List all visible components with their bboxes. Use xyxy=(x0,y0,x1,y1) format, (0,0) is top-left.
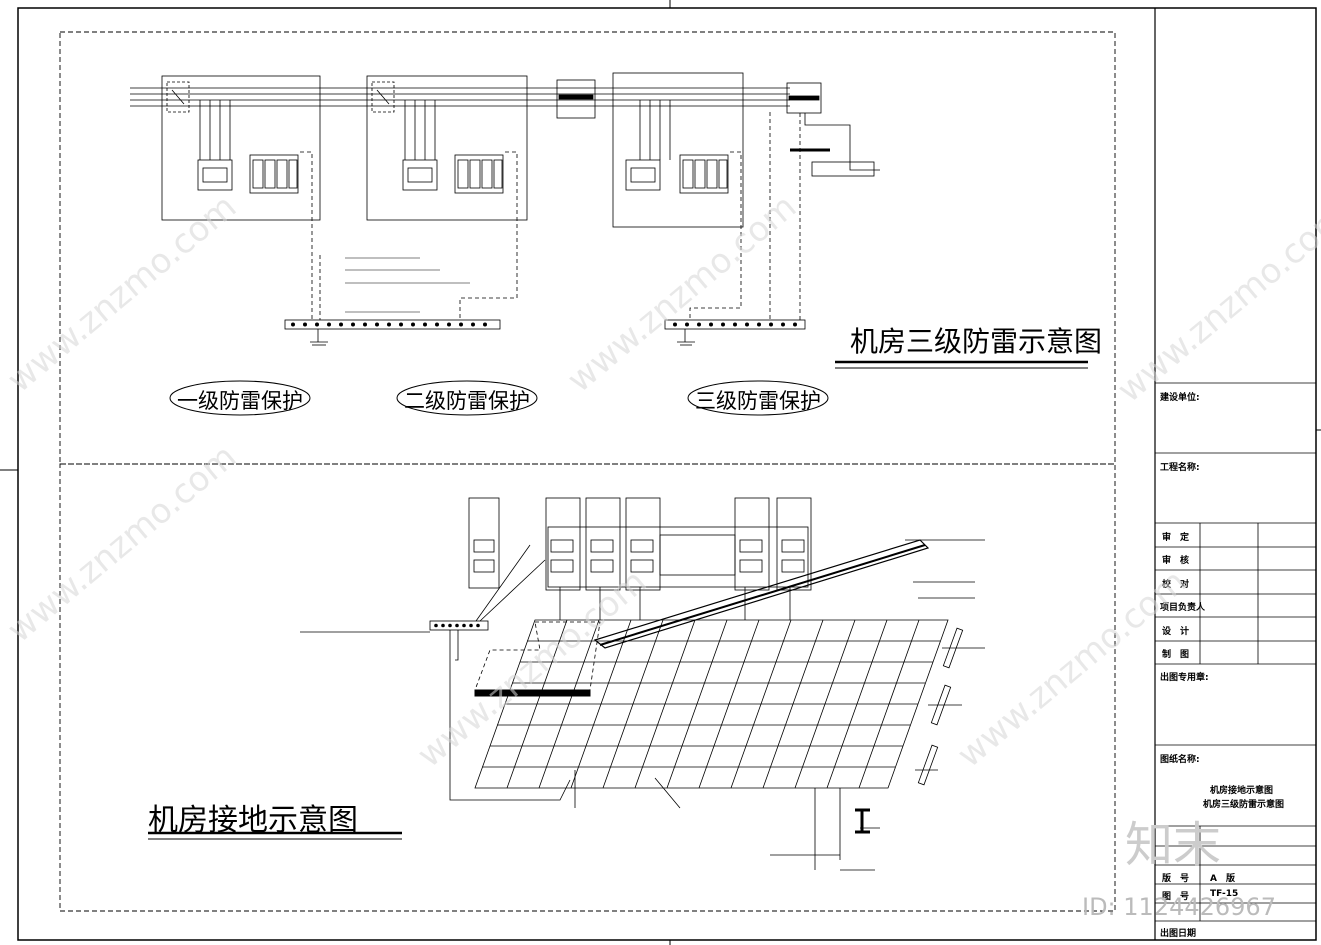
tb-design: 设 计 xyxy=(1162,627,1190,637)
oval-level-1 xyxy=(169,380,311,416)
label-level-2: 二级防雷保护 xyxy=(404,389,530,413)
tb-drawing-no-value: TF-15 xyxy=(1210,889,1239,899)
watermark-logo: 知末 xyxy=(1125,817,1222,873)
oval-level-2 xyxy=(396,380,538,416)
bottom-section-frame xyxy=(59,463,1116,912)
title-block-grid xyxy=(1155,382,1316,922)
grounding-schematic xyxy=(300,497,985,871)
tb-stamp: 出图专用章: xyxy=(1160,673,1209,683)
tb-drawing-no-label: 图 号 xyxy=(1162,892,1190,902)
tb-construction-unit: 建设单位: xyxy=(1160,393,1200,403)
tb-version-label: 版 号 xyxy=(1162,874,1190,884)
outer-frame xyxy=(17,7,1317,941)
title-grounding-diagram: 机房接地示意图 xyxy=(148,803,358,838)
tb-project-name: 工程名称: xyxy=(1160,463,1200,473)
ground-bar-terminals xyxy=(291,322,797,327)
tb-review: 审 核 xyxy=(1162,556,1190,566)
label-level-1: 一级防雷保护 xyxy=(177,389,303,413)
tb-drawing-name-2: 机房三级防雷示意图 xyxy=(1203,800,1285,810)
tb-drawing-name-label: 图纸名称: xyxy=(1160,755,1200,765)
tb-draw: 制 图 xyxy=(1162,650,1190,660)
oval-level-3 xyxy=(687,380,829,416)
spd-schematic xyxy=(130,72,880,346)
title-lightning-diagram: 机房三级防雷示意图 xyxy=(850,325,1103,358)
tb-drawing-name-1: 机房接地示意图 xyxy=(1210,786,1274,796)
tb-project-lead: 项目负责人 xyxy=(1160,603,1206,613)
label-level-3: 三级防雷保护 xyxy=(695,389,821,413)
watermark-id: ID: 1124426967 xyxy=(1082,893,1276,921)
tb-approve: 审 定 xyxy=(1162,533,1190,543)
bonding-bar-terminals xyxy=(434,623,480,628)
tb-issue-date: 出图日期 xyxy=(1160,929,1197,939)
tb-proofread: 校 对 xyxy=(1162,580,1190,590)
top-annotation-lines xyxy=(345,257,470,313)
tb-version-value: A 版 xyxy=(1210,874,1235,884)
